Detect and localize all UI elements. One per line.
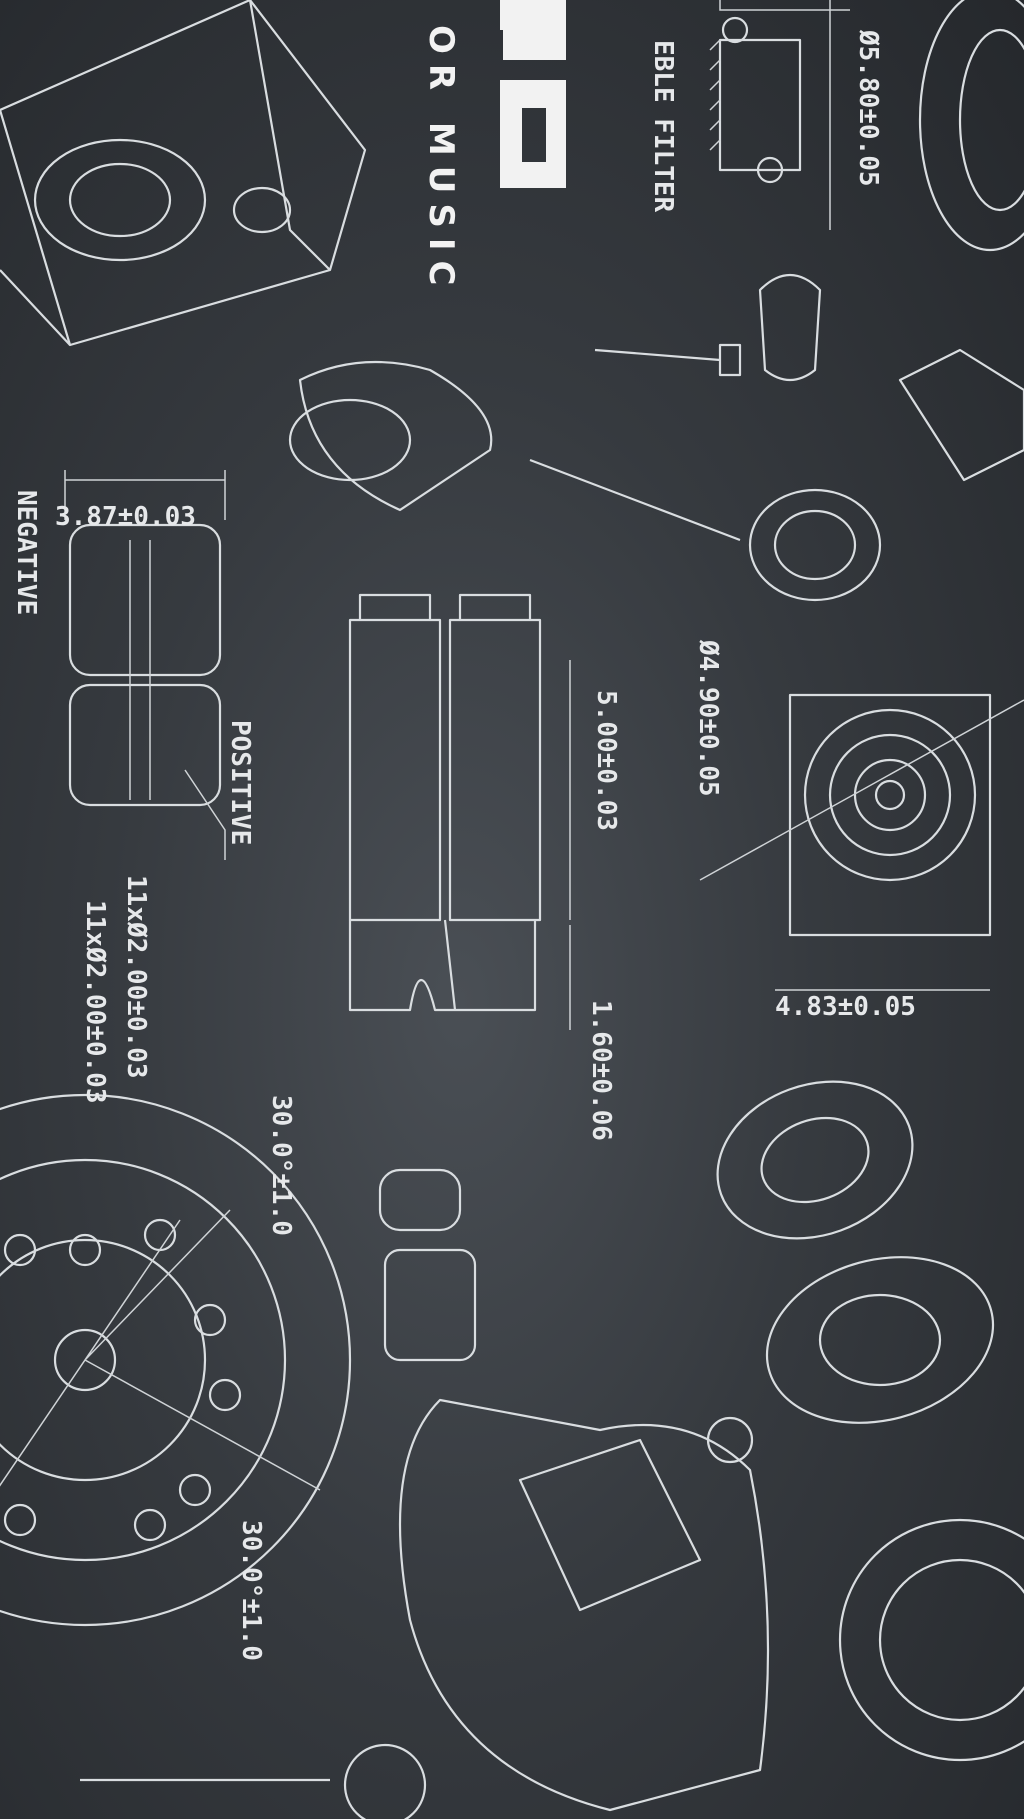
label-dim-490: Ø4.90±0.05 xyxy=(693,639,723,797)
label-dim-483: 4.83±0.05 xyxy=(775,992,916,1022)
label-dim-500: 5.00±0.03 xyxy=(591,690,621,831)
brand-logo: OR MUSIC xyxy=(421,0,566,295)
label-holes-a: 11xØ2.00±0.03 xyxy=(121,875,151,1079)
flange-drawing: 11xØ2.00±0.03 11xØ2.00±0.03 30.0°±1.0 30… xyxy=(0,875,352,1661)
label-treble-filter: EBLE FILTER xyxy=(648,40,678,213)
label-dim-387: 3.87±0.03 xyxy=(55,502,196,532)
label-angle-a: 30.0°±1.0 xyxy=(266,1095,296,1236)
iem-shell-drawing xyxy=(80,1168,770,1819)
label-positive: POSITIVE xyxy=(225,720,255,845)
logo-tagline: OR MUSIC xyxy=(421,25,461,295)
driver-drawing: Ø4.90±0.05 4.83±0.05 xyxy=(693,639,1024,1022)
headphone-drawing xyxy=(716,1080,1024,1762)
connector-drawing: 3.87±0.03 NEGATIVE POSITIVE xyxy=(11,470,255,860)
pin-drawing: 5.00±0.03 1.60±0.06 xyxy=(348,593,621,1141)
treble-filter-drawing: EBLE FILTER Ø5.80±0.05 xyxy=(648,0,1024,252)
label-dim-580: Ø5.80±0.05 xyxy=(853,29,883,187)
speaker-box-drawing xyxy=(0,0,367,347)
label-dim-160: 1.60±0.06 xyxy=(586,1000,616,1141)
label-negative: NEGATIVE xyxy=(11,490,41,615)
label-angle-b: 30.0°±1.0 xyxy=(236,1520,266,1661)
label-holes-b: 11xØ2.00±0.03 xyxy=(80,900,110,1104)
earphone-drawings xyxy=(288,274,1024,602)
